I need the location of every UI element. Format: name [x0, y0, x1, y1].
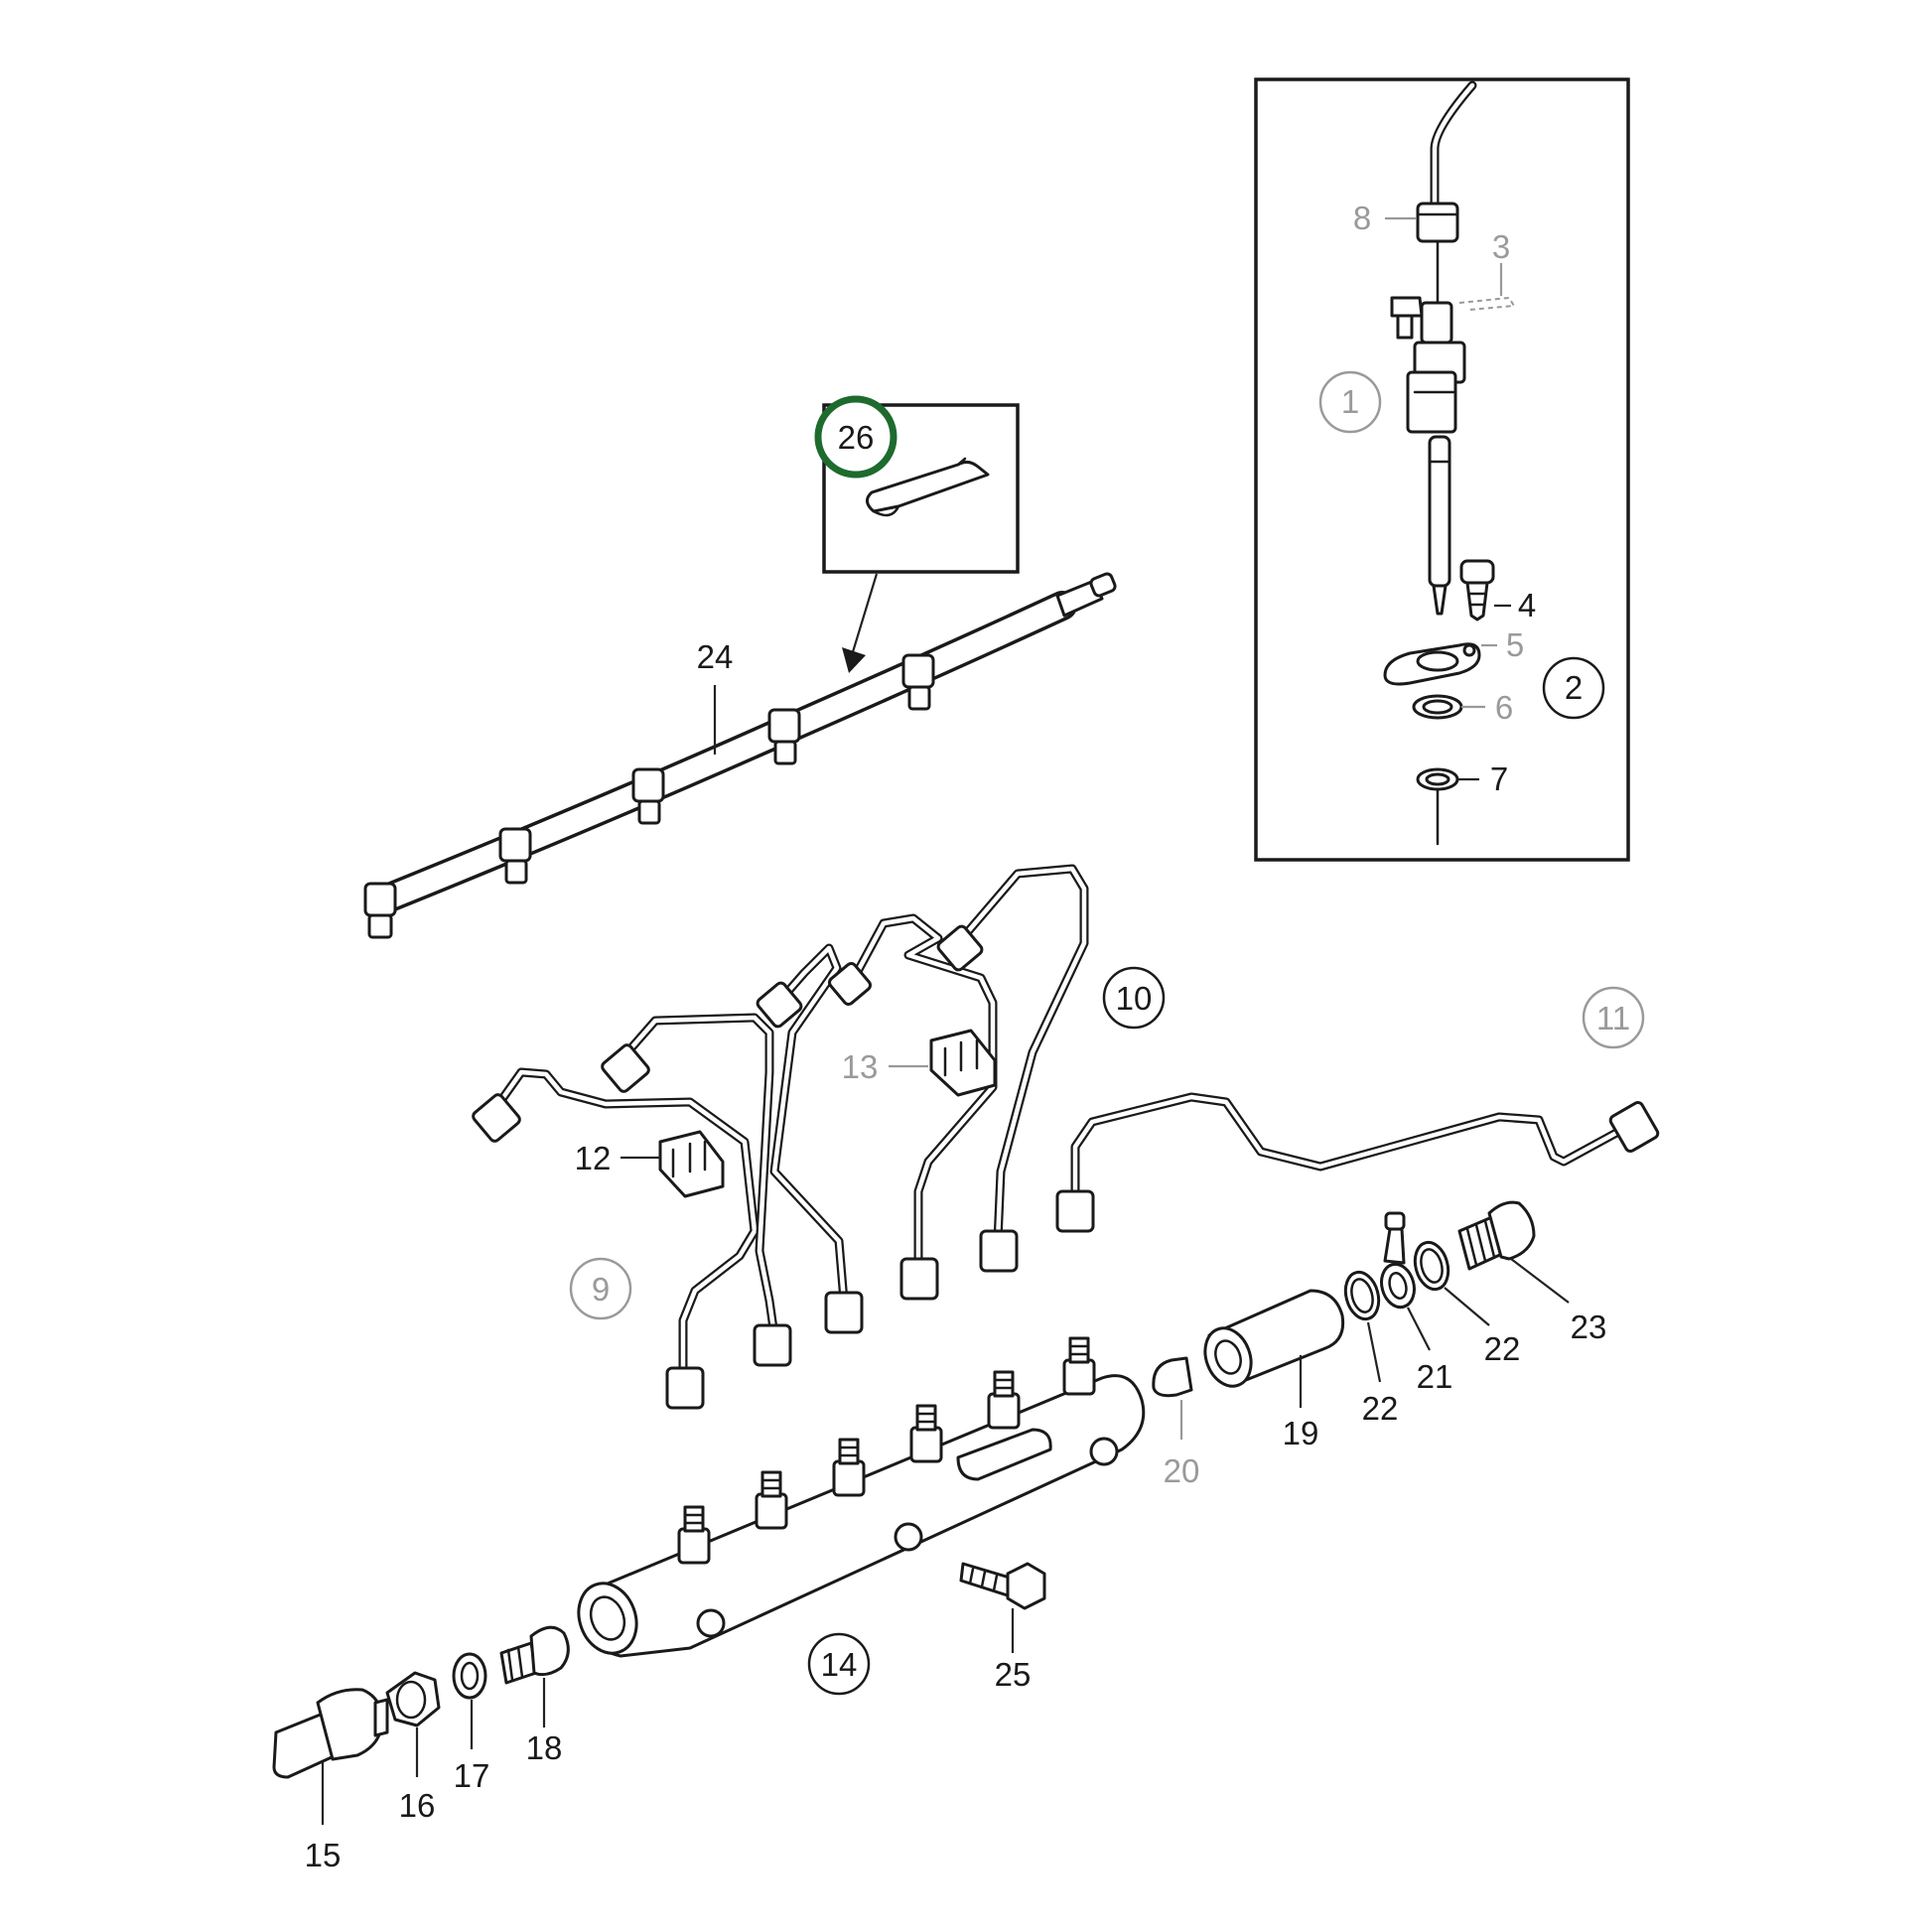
banjo-fitting-5	[901, 653, 935, 711]
rail-outlet-2	[755, 1470, 788, 1530]
callout-2: 2	[1565, 669, 1583, 706]
adapter-fitting-part: 18	[499, 1625, 570, 1766]
mounting-bolt-part: 25	[959, 1562, 1046, 1693]
callout-14-circle	[807, 1632, 871, 1696]
callout-25: 25	[995, 1656, 1032, 1693]
rail-outlet-1	[677, 1505, 711, 1565]
injector-detail-box: 8 3 1 4 5 2 6 7	[1254, 77, 1630, 862]
high-pressure-pipe-part: 11	[1055, 986, 1660, 1233]
sensor-nut-part: 16	[385, 1671, 441, 1824]
clamp-part	[1383, 642, 1481, 686]
callout-1: 1	[1341, 383, 1359, 420]
pipe-nut-upper-1	[472, 1093, 521, 1143]
banjo-fitting-2	[498, 827, 532, 885]
banjo-fitting-3	[631, 767, 665, 825]
rail-outlet-3	[832, 1438, 866, 1497]
washer-part	[1412, 694, 1463, 720]
pipe-nut-upper-5	[936, 924, 984, 972]
pressure-relief-valve-part: 19	[1203, 1289, 1345, 1451]
callout-22b: 22	[1484, 1330, 1521, 1367]
pipe-clip-13	[929, 1029, 997, 1097]
callout-3: 3	[1492, 228, 1510, 265]
o-ring-part-2: 22	[1413, 1240, 1521, 1367]
callout-9-circle	[569, 1257, 632, 1320]
pipe-nut-lower-4	[899, 1257, 939, 1301]
callout-16: 16	[399, 1787, 436, 1824]
relief-valve-cap-part: 20	[1152, 1356, 1200, 1489]
return-line-part: 24	[363, 572, 1117, 939]
callout-9: 9	[592, 1271, 610, 1308]
rail-outlet-4	[909, 1404, 943, 1463]
seal-ring-part	[1416, 767, 1459, 791]
pipe-nut-upper-3	[756, 981, 803, 1029]
callout-8: 8	[1353, 200, 1371, 236]
callout-21: 21	[1417, 1358, 1453, 1395]
callout-10: 10	[1116, 980, 1153, 1017]
callout-18: 18	[526, 1729, 563, 1766]
injector-pipes-part: 12 13 9 10	[472, 864, 1166, 1410]
callout-23: 23	[1571, 1309, 1607, 1345]
heat-shield-detail-box: 26	[814, 395, 1020, 673]
callout-13: 13	[842, 1048, 879, 1085]
pointer-arrowhead	[842, 647, 866, 673]
banjo-fitting-4	[767, 708, 801, 765]
callout-10-circle	[1102, 966, 1166, 1030]
rail-outlet-5	[987, 1370, 1021, 1430]
callout-5: 5	[1506, 626, 1524, 663]
pipe-nut-lower-5	[979, 1229, 1019, 1273]
fuel-rail-part: 14	[577, 1336, 1146, 1696]
callout-26: 26	[838, 419, 875, 456]
pipe-nut-lower-1	[665, 1366, 705, 1410]
callout-1-circle	[1318, 370, 1382, 434]
rail-outlet-6	[1062, 1336, 1096, 1396]
callout-11: 11	[1596, 1000, 1630, 1036]
injector-part	[1390, 296, 1466, 616]
callout-12: 12	[575, 1140, 612, 1176]
callout-20: 20	[1164, 1452, 1200, 1489]
pressure-sensor-part: 15	[272, 1688, 389, 1873]
highlight-ring	[814, 395, 897, 479]
callout-6: 6	[1495, 689, 1513, 726]
pipe-nut-upper-2	[601, 1043, 650, 1093]
callout-22a: 22	[1362, 1390, 1399, 1427]
callout-4: 4	[1518, 587, 1536, 623]
callout-7: 7	[1490, 760, 1508, 797]
o-ring-part-1: 22	[1343, 1270, 1399, 1427]
callout-14: 14	[821, 1646, 858, 1683]
callout-17: 17	[454, 1757, 490, 1794]
callout-11-circle	[1582, 986, 1645, 1049]
pipe-clip-12	[658, 1130, 725, 1198]
callout-15: 15	[305, 1837, 342, 1873]
banjo-connector-part: 21	[1380, 1211, 1453, 1395]
union-nut-part	[1416, 202, 1459, 243]
banjo-bolt-part: 23	[1457, 1200, 1607, 1345]
pipe-nut-lower-3	[824, 1291, 864, 1334]
pipe-nut-upper-4	[828, 962, 872, 1006]
callout-2-circle	[1542, 656, 1605, 720]
bolt-part	[1459, 559, 1495, 621]
pipe-nut-lower-2	[753, 1323, 792, 1367]
sealing-washer-part: 17	[452, 1652, 490, 1794]
callout-24: 24	[697, 638, 734, 675]
banjo-fitting-1	[363, 882, 397, 939]
callout-19: 19	[1283, 1415, 1319, 1451]
